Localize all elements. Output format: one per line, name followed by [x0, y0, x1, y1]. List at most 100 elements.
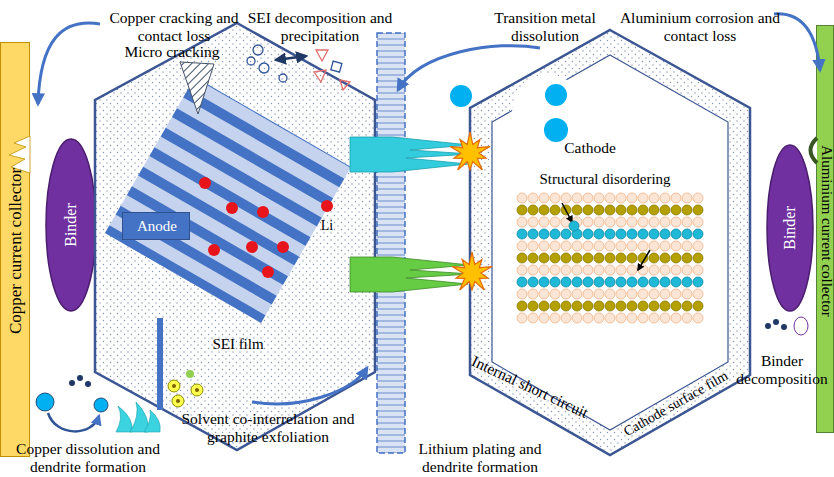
cathode-lattice-shape: [638, 289, 648, 299]
cathode-particle: CathodeCathode surface filmStructural di…: [467, 27, 753, 458]
cathode-lattice-shape: [583, 277, 593, 287]
cathode-lattice-shape: [638, 229, 648, 239]
cathode-lattice-shape: [594, 301, 604, 311]
callout-arrow: [252, 368, 367, 404]
mechanism-label: Solvent co-interrelation and graphite ex…: [168, 410, 368, 446]
sei-debris: [316, 50, 328, 61]
cathode-lattice-shape: [660, 193, 670, 203]
lithium-dendrite: [350, 137, 472, 292]
cathode-lattice-shape: [550, 277, 560, 287]
anode-particle-shape: [226, 202, 238, 214]
cathode-lattice-shape: [572, 301, 582, 311]
cathode-lattice-shape: [561, 277, 571, 287]
cathode-lattice-shape: [682, 193, 692, 203]
mechanism-label: Copper cracking and contact loss: [94, 9, 254, 45]
cathode-lattice-shape: [605, 193, 615, 203]
copper-ions: [94, 398, 108, 412]
cathode-lattice-shape: [616, 289, 626, 299]
cathode-lattice-shape: [583, 229, 593, 239]
cathode-lattice-shape: [660, 253, 670, 263]
cathode-lattice-shape: [649, 241, 659, 251]
cathode-lattice-shape: [616, 241, 626, 251]
cathode-lattice-shape: [671, 277, 681, 287]
cathode-lattice-shape: [528, 217, 538, 227]
cathode-lattice-shape: [517, 193, 527, 203]
anode-particle-shape: [90, 168, 380, 335]
cathode-lattice-shape: [671, 205, 681, 215]
cathode-lattice-shape: [616, 265, 626, 275]
cathode-lattice-shape: [539, 253, 549, 263]
cathode-lattice-shape: [594, 229, 604, 239]
cathode-lattice-shape: [583, 289, 593, 299]
film-label: SEI film: [193, 336, 283, 353]
cathode-lattice-shape: [594, 313, 604, 323]
cathode-lattice-shape: [583, 205, 593, 215]
cathode-lattice-shape: [528, 301, 538, 311]
mechanism-label: Lithium plating and dendrite formation: [408, 440, 553, 476]
copper-ions: [36, 393, 54, 411]
cathode-lattice-shape: [517, 217, 527, 227]
cathode-lattice-shape: [616, 205, 626, 215]
solvent-molecules: [168, 380, 180, 392]
binder-fragments: [85, 381, 91, 387]
cathode-lattice-shape: [561, 229, 571, 239]
binder-decomposition: [781, 324, 787, 330]
transition-metal-ions: [545, 84, 567, 106]
cathode-lattice-shape: [660, 217, 670, 227]
sei-debris: [253, 45, 263, 55]
cathode-lattice-shape: [550, 241, 560, 251]
cathode-lattice-shape: [627, 277, 637, 287]
cathode-lattice-shape: [649, 217, 659, 227]
cathode-lattice-shape: [528, 277, 538, 287]
cathode-lattice-shape: [671, 229, 681, 239]
binder-decomposition: [773, 319, 779, 325]
cathode-lattice-shape: [550, 205, 560, 215]
cathode-lattice-shape: [539, 301, 549, 311]
cathode-lattice-shape: [550, 253, 560, 263]
sei-debris: [331, 61, 342, 72]
cathode-lattice-shape: [605, 229, 615, 239]
cathode-lattice-shape: [583, 253, 593, 263]
cathode-lattice-shape: [572, 277, 582, 287]
cathode-lattice-shape: [638, 241, 648, 251]
cathode-lattice-shape: [660, 301, 670, 311]
aluminium-corrosion: [774, 14, 820, 70]
transition-metal-ions: [398, 46, 584, 150]
anode-particle-shape: [90, 64, 380, 231]
cathode-lattice-shape: [627, 301, 637, 311]
cathode-lattice-shape: [572, 241, 582, 251]
cathode-lattice-shape: [660, 265, 670, 275]
cathode-lattice-shape: [649, 313, 659, 323]
cathode-lattice-shape: [583, 313, 593, 323]
cathode-lattice-shape: [539, 205, 549, 215]
cathode-lattice-shape: [594, 205, 604, 215]
cathode-lattice-shape: [517, 253, 527, 263]
anode-particle-shape: [90, 0, 380, 477]
cathode-lattice-shape: [550, 217, 560, 227]
cathode-lattice-shape: [550, 301, 560, 311]
solvent-molecules: [186, 370, 194, 378]
cathode-lattice-shape: [561, 301, 571, 311]
species-label: Li: [312, 218, 342, 234]
cathode-lattice-shape: [517, 229, 527, 239]
cathode-lattice-shape: [517, 241, 527, 251]
cathode-lattice-shape: [517, 313, 527, 323]
cathode-lattice-shape: [671, 313, 681, 323]
anode-particle-shape: [90, 350, 380, 477]
cathode-lattice-shape: [539, 313, 549, 323]
binder-decomposition: [765, 323, 771, 329]
cathode-lattice-shape: [638, 193, 648, 203]
cathode-lattice-shape: [605, 217, 615, 227]
cathode-lattice-shape: [693, 289, 703, 299]
anode-particle-shape: [257, 206, 269, 218]
solvent-molecules: [172, 395, 184, 407]
cathode-lattice-shape: [572, 289, 582, 299]
cathode-lattice-shape: [528, 313, 538, 323]
copper-crack: [9, 136, 30, 173]
cathode-lattice-shape: [627, 193, 637, 203]
transition-metal-ions: [544, 118, 568, 142]
cathode-lattice-shape: [682, 205, 692, 215]
cathode-lattice-shape: [682, 241, 692, 251]
sei-debris: [259, 63, 269, 73]
